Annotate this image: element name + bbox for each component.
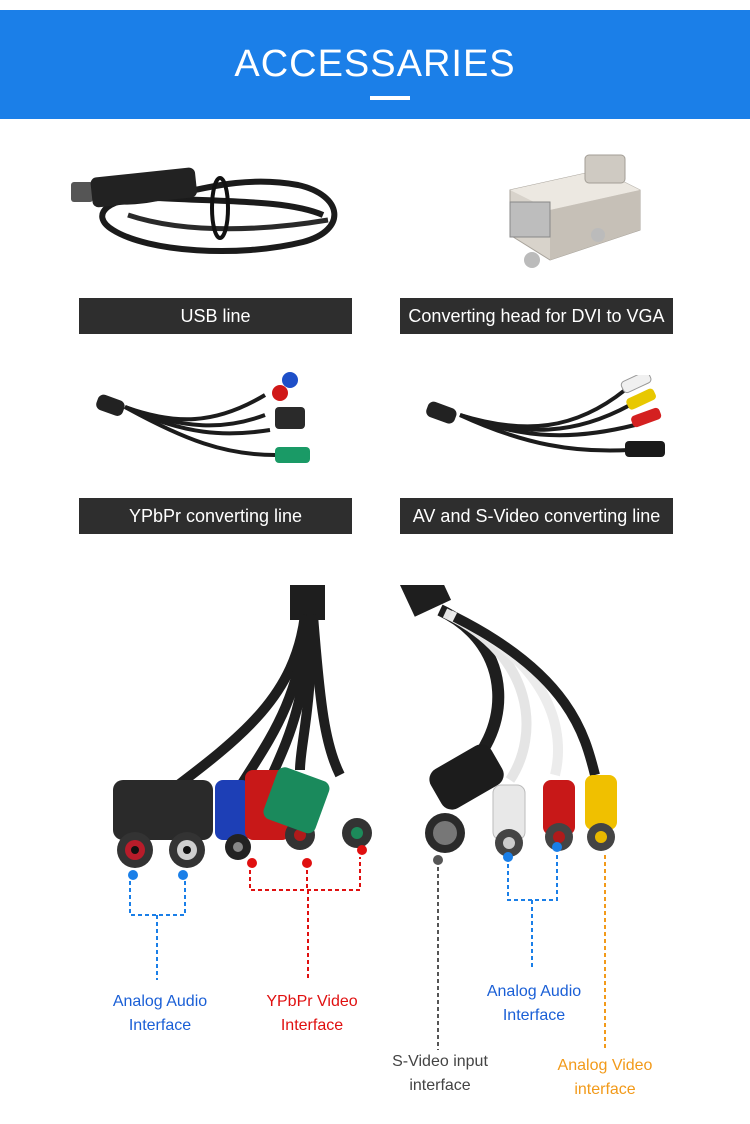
dvi-vga-adapter-icon [490,150,650,280]
av-svideo-cable-icon [425,375,675,470]
callout-line: interface [409,1077,471,1094]
callout-svideo-input: S-Video input interface [380,1050,500,1098]
ypbpr-cable-icon [95,365,335,470]
callout-line: S-Video input [392,1053,488,1070]
header-banner: ACCESSARIES [0,10,750,119]
callout-line: Analog Video [557,1057,653,1074]
callout-analog-audio-left: Analog Audio Interface [100,990,220,1038]
callout-line: Analog Audio [112,993,208,1010]
callout-line: Interface [128,1017,192,1034]
label-dvi-vga: Converting head for DVI to VGA [400,298,673,334]
label-usb-line: USB line [79,298,352,334]
usb-cable-icon [68,160,358,260]
label-ypbpr-line: YPbPr converting line [79,498,352,534]
label-av-svideo-line: AV and S-Video converting line [400,498,673,534]
callout-ypbpr-video: YPbPr Video Interface [252,990,372,1038]
callout-line: interface [574,1081,636,1098]
callout-line: Interface [502,1007,566,1024]
callout-line: Interface [280,1017,344,1034]
connector-diagram [95,585,695,1055]
callout-analog-audio-right: Analog Audio Interface [474,980,594,1028]
callout-line: YPbPr Video [266,993,358,1010]
page-title: ACCESSARIES [234,43,516,85]
callout-analog-video: Analog Video interface [545,1054,665,1102]
callout-line: Analog Audio [486,983,582,1000]
title-underline [370,96,410,100]
